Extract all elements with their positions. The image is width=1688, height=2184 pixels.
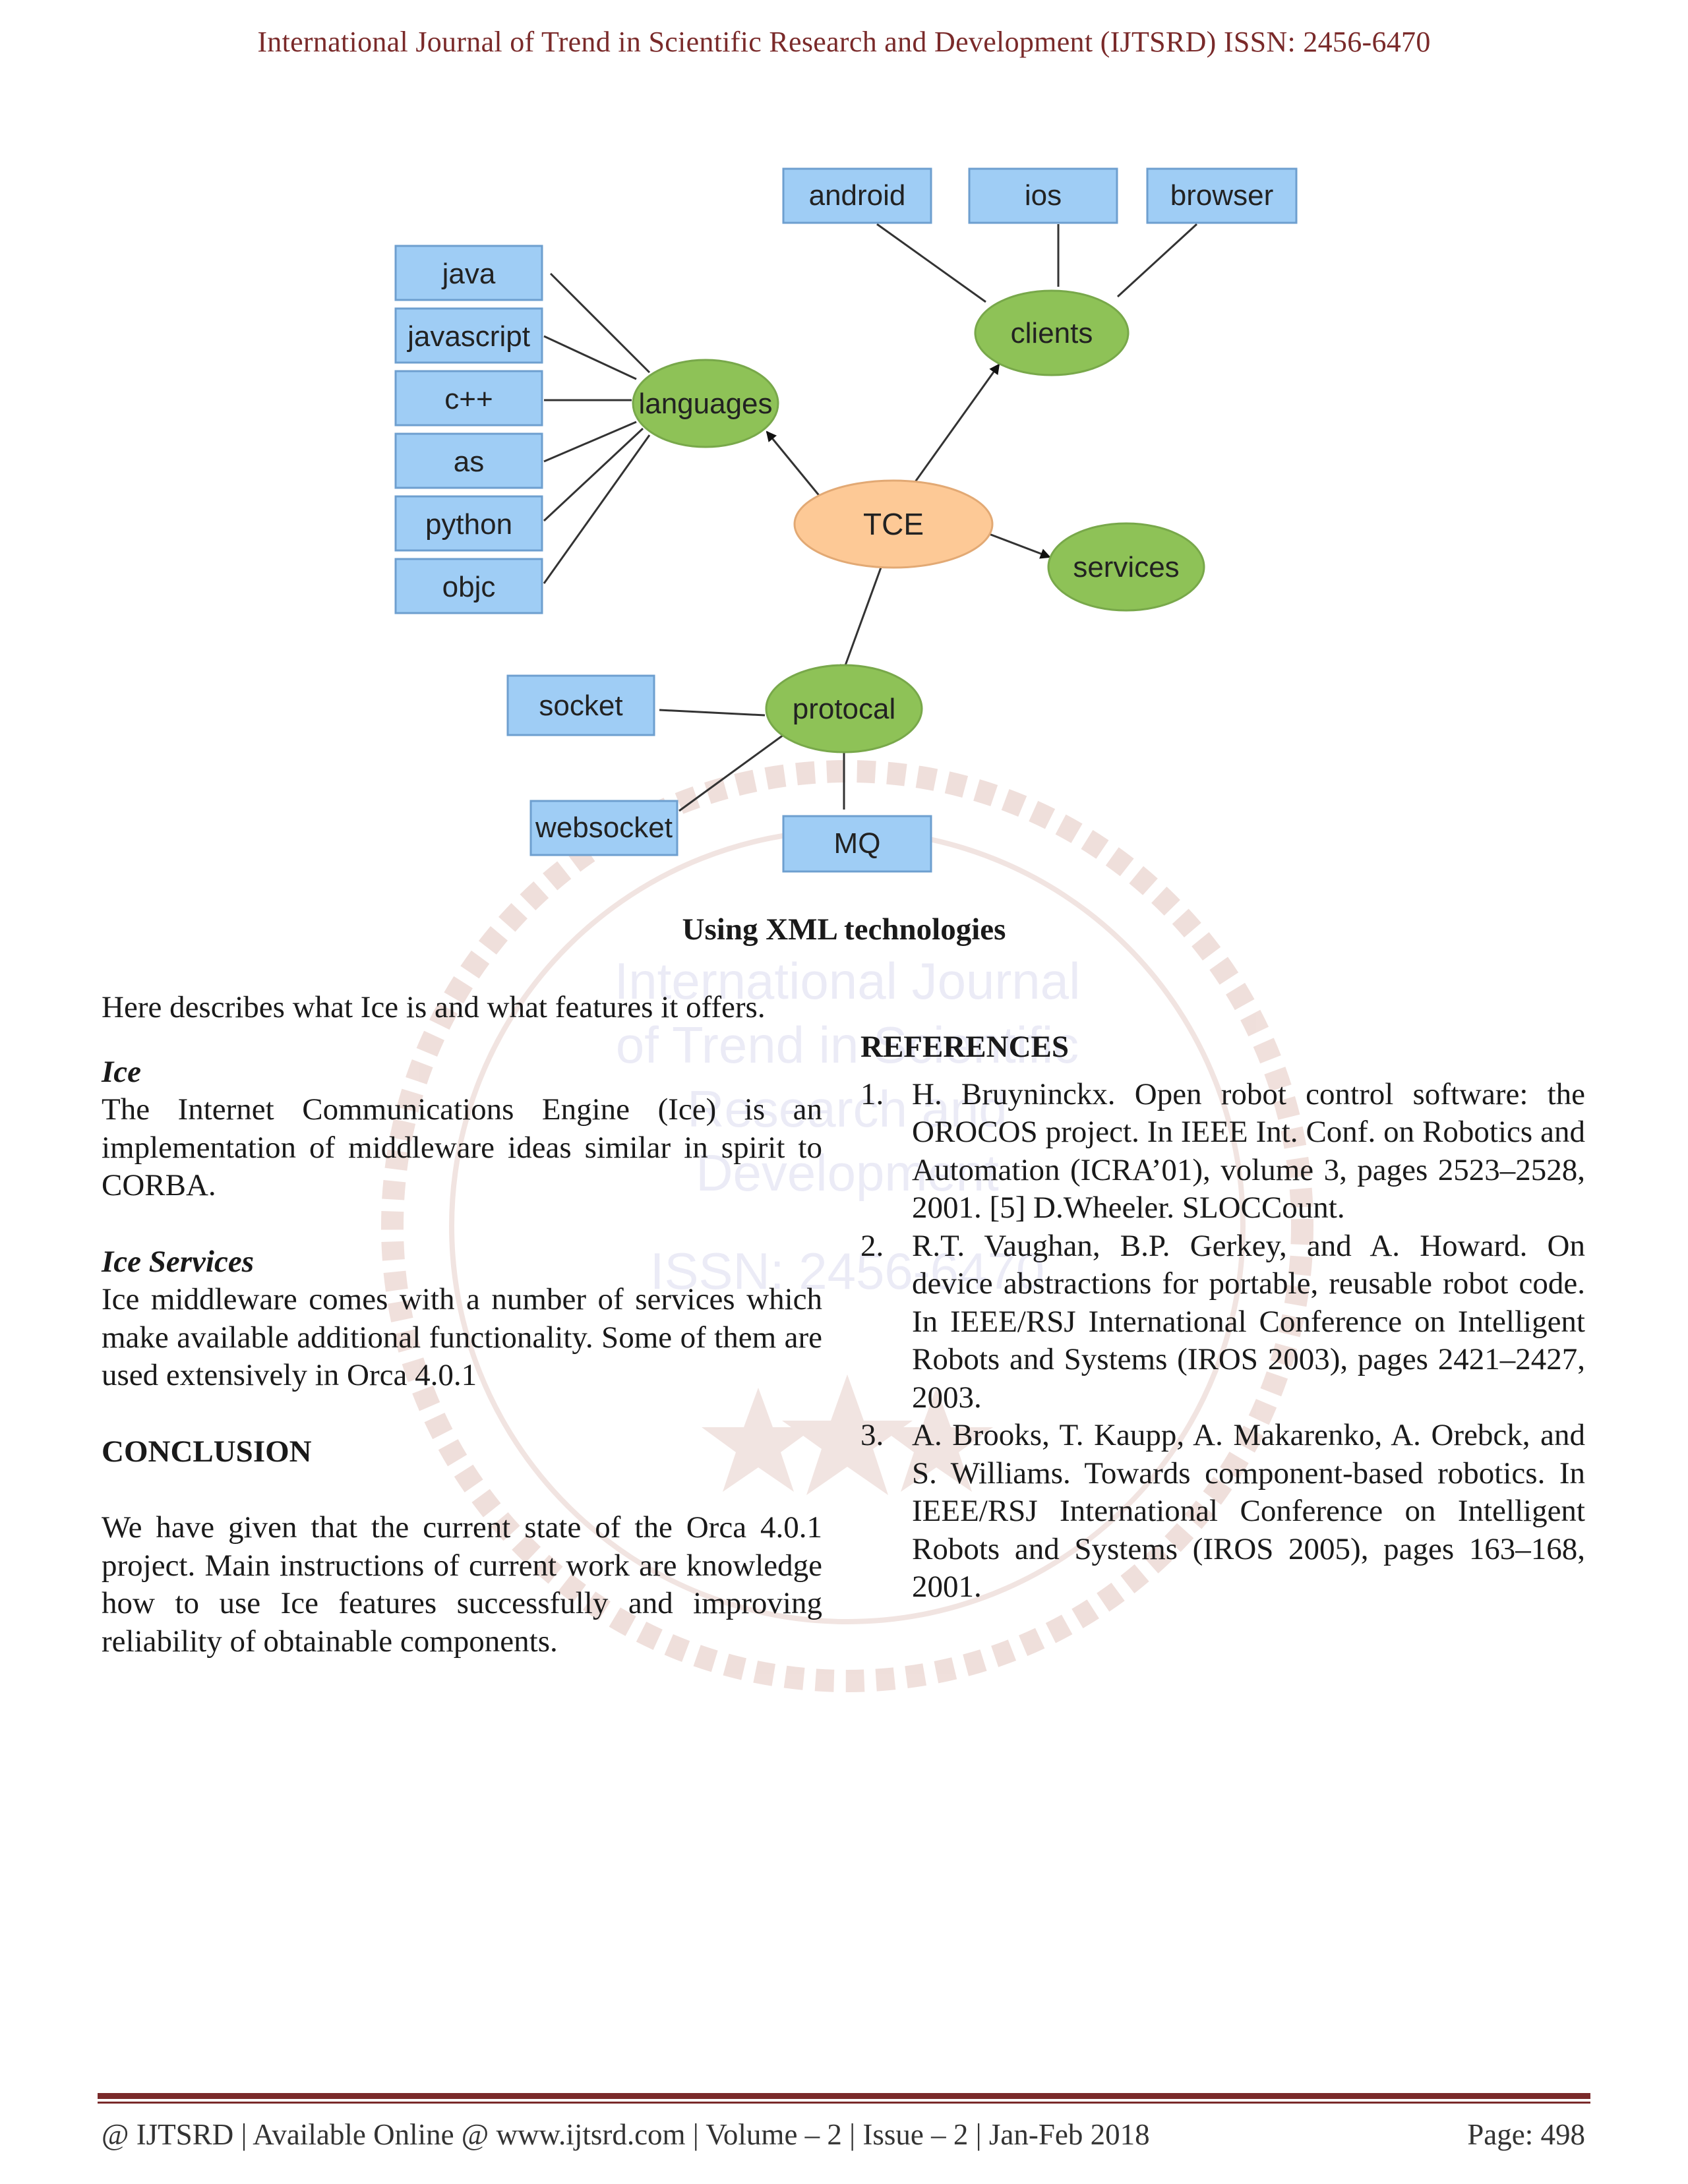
figure-caption: Using XML technologies [682, 912, 1006, 947]
edge-tce-services [988, 533, 1051, 559]
node-label-python: python [425, 508, 512, 541]
hub-nodes: languages clients TCE services protocal [632, 289, 1205, 753]
reference-item: 1. H. Bruyninckx. Open robot control sof… [860, 1076, 1585, 1227]
node-box-android [782, 167, 932, 224]
node-label-objc: objc [442, 571, 496, 603]
conclusion-paragraph: We have given that the current state of … [102, 1510, 822, 1659]
edge-socket-protocal [659, 709, 766, 717]
reference-text: A. Brooks, T. Kaupp, A. Makarenko, A. Or… [912, 1418, 1585, 1604]
edge-websocket-protocal [678, 734, 784, 812]
node-label-services: services [1073, 551, 1179, 583]
edge-java-languages [549, 272, 651, 374]
node-box-browser [1146, 167, 1298, 224]
ice-heading: Ice [102, 1054, 142, 1089]
reference-number: 2. [860, 1228, 884, 1263]
references-section: REFERENCES 1. H. Bruyninckx. Open robot … [860, 1028, 1585, 1607]
node-label-cpp: c++ [444, 383, 493, 415]
reference-item: 2. R.T. Vaughan, B.P. Gerkey, and A. How… [860, 1227, 1585, 1417]
node-ellipse-protocal [765, 664, 923, 753]
node-label-tce: TCE [863, 507, 924, 541]
architecture-diagram: java javascript c++ as python objc andro… [394, 167, 1298, 873]
references-heading: REFERENCES [860, 1030, 1070, 1064]
node-ellipse-tce [793, 479, 994, 569]
node-label-mq: MQ [834, 827, 881, 860]
reference-item: 3. A. Brooks, T. Kaupp, A. Makarenko, A.… [860, 1417, 1585, 1607]
node-label-ios: ios [1025, 179, 1062, 212]
node-ellipse-services [1047, 522, 1205, 612]
node-ellipse-languages [632, 359, 779, 448]
edge-tce-clients [912, 363, 1000, 485]
node-label-android: android [809, 179, 906, 212]
node-label-websocket: websocket [535, 812, 673, 844]
node-ellipse-clients [974, 289, 1130, 376]
references-list: 1. H. Bruyninckx. Open robot control sof… [860, 1076, 1585, 1607]
edge-as-languages [543, 421, 637, 463]
conclusion-heading: CONCLUSION [102, 1434, 312, 1469]
edge-browser-clients [1116, 223, 1198, 298]
footer-rule [98, 2093, 1590, 2099]
protocol-boxes: socket websocket MQ [506, 674, 932, 873]
node-box-python [394, 495, 543, 552]
node-label-javascript: javascript [406, 320, 530, 353]
node-box-java [394, 245, 543, 301]
edge-objc-languages [543, 434, 651, 584]
edge-python-languages [543, 427, 644, 522]
footer-info: @ IJTSRD | Available Online @ www.ijtsrd… [102, 2118, 1150, 2151]
reference-number: 1. [860, 1077, 884, 1111]
node-box-as [394, 432, 543, 489]
node-box-websocket [529, 800, 678, 856]
client-boxes: android ios browser [782, 167, 1298, 224]
node-label-languages: languages [638, 388, 772, 420]
node-label-as: as [454, 446, 484, 478]
reference-text: H. Bruyninckx. Open robot control softwa… [912, 1077, 1585, 1225]
language-boxes: java javascript c++ as python objc [394, 245, 543, 614]
node-box-socket [506, 674, 655, 736]
node-label-java: java [441, 258, 496, 290]
journal-header: International Journal of Trend in Scient… [257, 26, 1431, 58]
diagram-edges [543, 223, 1198, 812]
node-label-browser: browser [1170, 179, 1274, 212]
page-number: Page: 498 [1467, 2118, 1585, 2151]
node-label-protocal: protocal [793, 693, 896, 725]
node-box-cpp [394, 370, 543, 427]
node-label-clients: clients [1011, 317, 1093, 349]
ice-services-heading: Ice Services [102, 1244, 254, 1279]
node-box-ios [968, 167, 1118, 224]
ice-services-paragraph: Ice middleware comes with a number of se… [102, 1282, 822, 1392]
node-box-mq [782, 815, 932, 873]
edge-javascript-languages [543, 335, 637, 380]
node-box-objc [394, 558, 543, 614]
reference-text: R.T. Vaughan, B.P. Gerkey, and A. Howard… [912, 1228, 1585, 1415]
intro-paragraph: Here describes what Ice is and what feat… [102, 990, 766, 1024]
node-label-socket: socket [539, 690, 622, 722]
reference-number: 3. [860, 1418, 884, 1452]
edge-tce-languages [766, 430, 822, 498]
ice-paragraph: The Internet Communications Engine (Ice)… [102, 1092, 822, 1202]
left-column: Here describes what Ice is and what feat… [102, 989, 822, 1661]
node-box-javascript [394, 307, 543, 364]
footer-rule-thin [98, 2102, 1590, 2104]
edge-android-clients [876, 223, 986, 303]
edge-tce-protocal [840, 560, 885, 676]
